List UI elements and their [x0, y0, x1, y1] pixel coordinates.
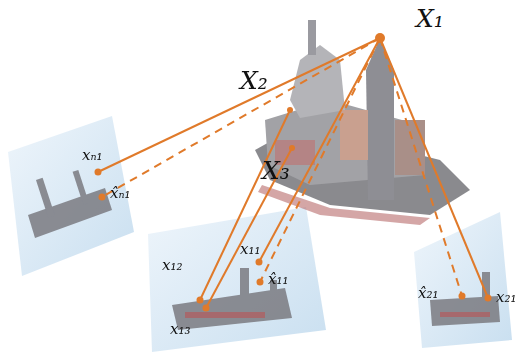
point-label: x̂₂₁: [418, 286, 439, 301]
reprojection-ray: [102, 38, 462, 296]
point-label: x₂₁: [496, 290, 517, 305]
point-label: X₁: [416, 6, 444, 31]
point-label: xₙ₁: [82, 148, 103, 163]
image-plane: [414, 212, 512, 348]
point: [95, 33, 492, 312]
image-plane: [8, 116, 134, 276]
image-plane: [148, 207, 326, 352]
point-label: x₁₂: [162, 258, 183, 273]
point-label: x₁₃: [170, 322, 191, 337]
point-label: x̂₁₁: [268, 272, 289, 287]
point-label: x₁₁: [240, 242, 261, 257]
building: [255, 20, 470, 225]
point-label: X₂: [240, 68, 268, 93]
point-label: x̂ₙ₁: [110, 186, 131, 201]
point-label: X₃: [262, 158, 290, 183]
projection-ray: [98, 38, 488, 308]
